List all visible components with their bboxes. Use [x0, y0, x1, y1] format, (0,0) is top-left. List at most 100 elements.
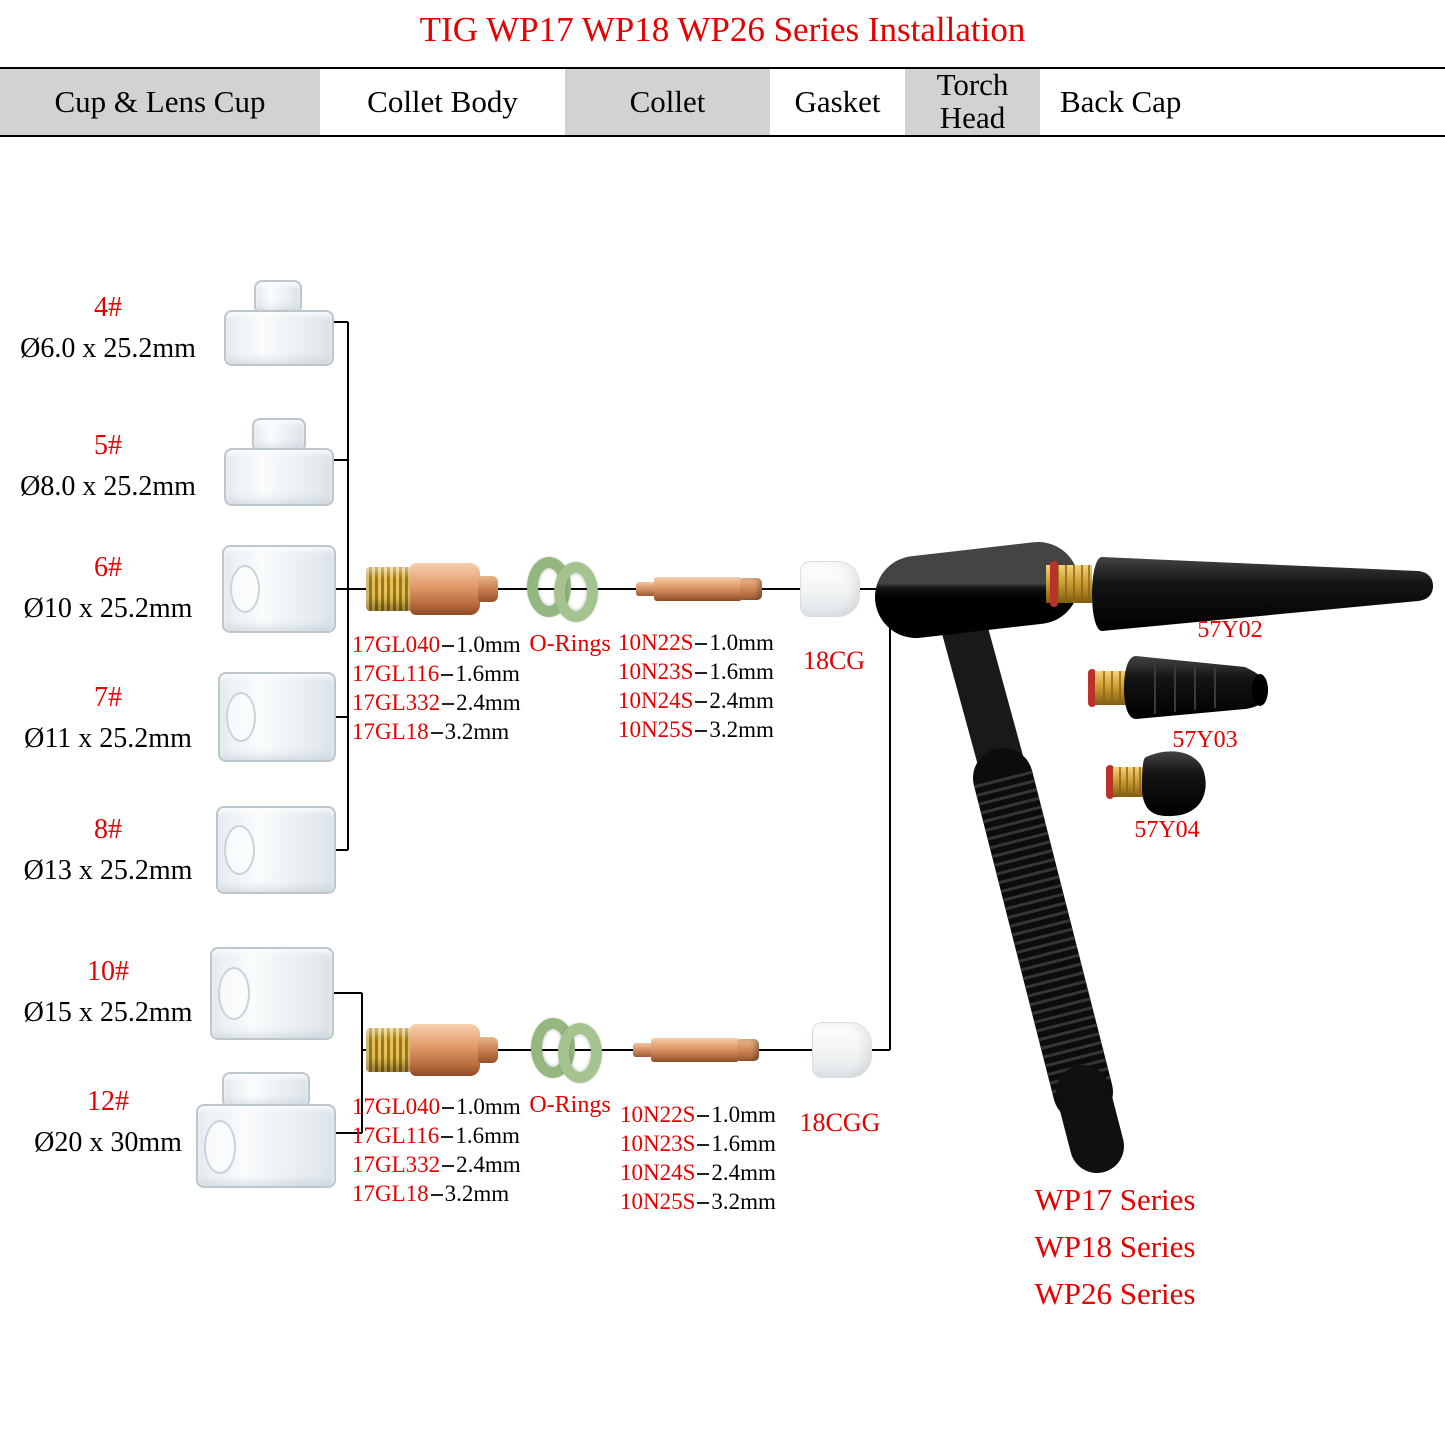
- part-size: 3.2mm: [444, 1181, 510, 1206]
- part-size: 1.0mm: [456, 632, 521, 657]
- collet-body-graphic-top: [366, 559, 498, 619]
- part-code: 10N23S: [618, 659, 694, 684]
- part-row: 10N25S 3.2mm: [618, 715, 774, 744]
- collet-body-graphic-bottom: [366, 1020, 498, 1080]
- cup-graphic-7: [218, 672, 336, 762]
- cup-item-4: 4# Ø6.0 x 25.2mm: [8, 292, 208, 365]
- part-row: 17GL18 3.2mm: [352, 717, 521, 746]
- gasket-graphic-top: [800, 561, 860, 617]
- part-code: 10N22S: [620, 1102, 696, 1127]
- page-title: TIG WP17 WP18 WP26 Series Installation: [419, 10, 1026, 49]
- gasket-graphic-bottom: [812, 1022, 872, 1078]
- back-cap-label-57y03: 57Y03: [1172, 727, 1238, 753]
- tip-section: [478, 1037, 498, 1063]
- leader-dash: [442, 1165, 455, 1167]
- leader-dash: [442, 645, 455, 647]
- cup-id: 7#: [94, 682, 122, 713]
- orings-label-top: O-Rings: [529, 631, 611, 657]
- parts-header: Cup & Lens Cup Collet Body Collet Gasket…: [0, 67, 1445, 137]
- leader-dash: [441, 1136, 454, 1138]
- orings-graphic-bottom: [531, 1018, 611, 1084]
- leader-dash: [695, 643, 708, 645]
- part-row: 17GL332 2.4mm: [352, 688, 521, 717]
- gasket-label-top: 18CG: [802, 646, 866, 675]
- torch-thread-graphic: [1046, 561, 1092, 607]
- oring-icon: [558, 1023, 602, 1083]
- collet-graphic-bottom: [633, 1037, 761, 1063]
- torch-body-graphic: [875, 542, 1124, 1173]
- leader-dash: [697, 1173, 710, 1175]
- cup-size: Ø11 x 25.2mm: [24, 723, 192, 754]
- body-section: [410, 1024, 480, 1076]
- part-size: 1.6mm: [711, 1131, 776, 1156]
- thread-section: [366, 1028, 412, 1072]
- part-size: 2.4mm: [456, 1152, 521, 1177]
- cup-id: 8#: [94, 814, 122, 845]
- part-code: 10N25S: [618, 717, 694, 742]
- orings-graphic-top: [527, 557, 607, 623]
- leader-dash: [442, 1107, 455, 1109]
- header-torch-head: Torch Head: [905, 69, 1040, 135]
- collet-graphic-top: [636, 576, 764, 602]
- cup-size: Ø15 x 25.2mm: [23, 997, 193, 1028]
- part-code: 17GL18: [352, 1181, 429, 1206]
- cup-size: Ø6.0 x 25.2mm: [20, 333, 196, 364]
- oring-icon: [554, 562, 598, 622]
- part-size: 3.2mm: [444, 719, 510, 744]
- part-size: 1.6mm: [455, 661, 520, 686]
- oring-red-icon: [1050, 561, 1058, 607]
- cup-graphic-4: [224, 280, 336, 368]
- back-cap-label-57y02: 57Y02: [1197, 617, 1263, 643]
- part-size: 2.4mm: [456, 690, 521, 715]
- cup-graphic-10: [210, 947, 334, 1040]
- part-size: 3.2mm: [711, 1189, 776, 1214]
- cup-size: Ø20 x 30mm: [34, 1127, 182, 1158]
- part-code: 17GL332: [352, 690, 441, 715]
- part-size: 1.0mm: [711, 1102, 776, 1127]
- gasket-label-bottom: 18CGG: [799, 1108, 881, 1137]
- leader-dash: [695, 701, 708, 703]
- part-row: 17GL040 1.0mm: [352, 630, 521, 659]
- part-size: 3.2mm: [709, 717, 774, 742]
- cup-graphic-6: [222, 545, 336, 633]
- part-size: 2.4mm: [709, 688, 774, 713]
- cup-graphic-8: [216, 806, 336, 894]
- part-code: 17GL040: [352, 1094, 441, 1119]
- part-row: 10N25S 3.2mm: [620, 1187, 776, 1216]
- part-code: 17GL18: [352, 719, 429, 744]
- part-code: 10N24S: [618, 688, 694, 713]
- cup-item-6: 6# Ø10 x 25.2mm: [8, 552, 208, 625]
- back-cap-57y03-graphic: [1088, 656, 1268, 719]
- leader-dash: [697, 1202, 710, 1204]
- tip-section: [478, 576, 498, 602]
- cup-id: 4#: [94, 292, 122, 323]
- orings-label-bottom: O-Rings: [529, 1092, 611, 1118]
- part-code: 17GL116: [352, 1123, 440, 1148]
- oring-red-icon: [1088, 669, 1096, 707]
- leader-dash: [695, 730, 708, 732]
- back-cap-label-57y04: 57Y04: [1134, 817, 1200, 843]
- cup-item-5: 5# Ø8.0 x 25.2mm: [8, 430, 208, 503]
- part-code: 17GL332: [352, 1152, 441, 1177]
- leader-dash: [430, 732, 443, 734]
- part-code: 17GL040: [352, 632, 441, 657]
- leader-dash: [697, 1144, 710, 1146]
- header-back-cap: Back Cap: [1060, 83, 1182, 119]
- part-code: 10N25S: [620, 1189, 696, 1214]
- part-size: 2.4mm: [711, 1160, 776, 1185]
- part-row: 17GL18 3.2mm: [352, 1179, 521, 1208]
- cup-graphic-12: [196, 1072, 336, 1188]
- cup-item-10: 10# Ø15 x 25.2mm: [8, 956, 208, 1029]
- cup-size: Ø8.0 x 25.2mm: [20, 471, 196, 502]
- leader-dash: [695, 672, 708, 674]
- body-section: [410, 563, 480, 615]
- leader-dash: [430, 1194, 443, 1196]
- header-cup-lens-cup: Cup & Lens Cup: [0, 69, 320, 135]
- series-label: WP26 Series: [1034, 1276, 1196, 1311]
